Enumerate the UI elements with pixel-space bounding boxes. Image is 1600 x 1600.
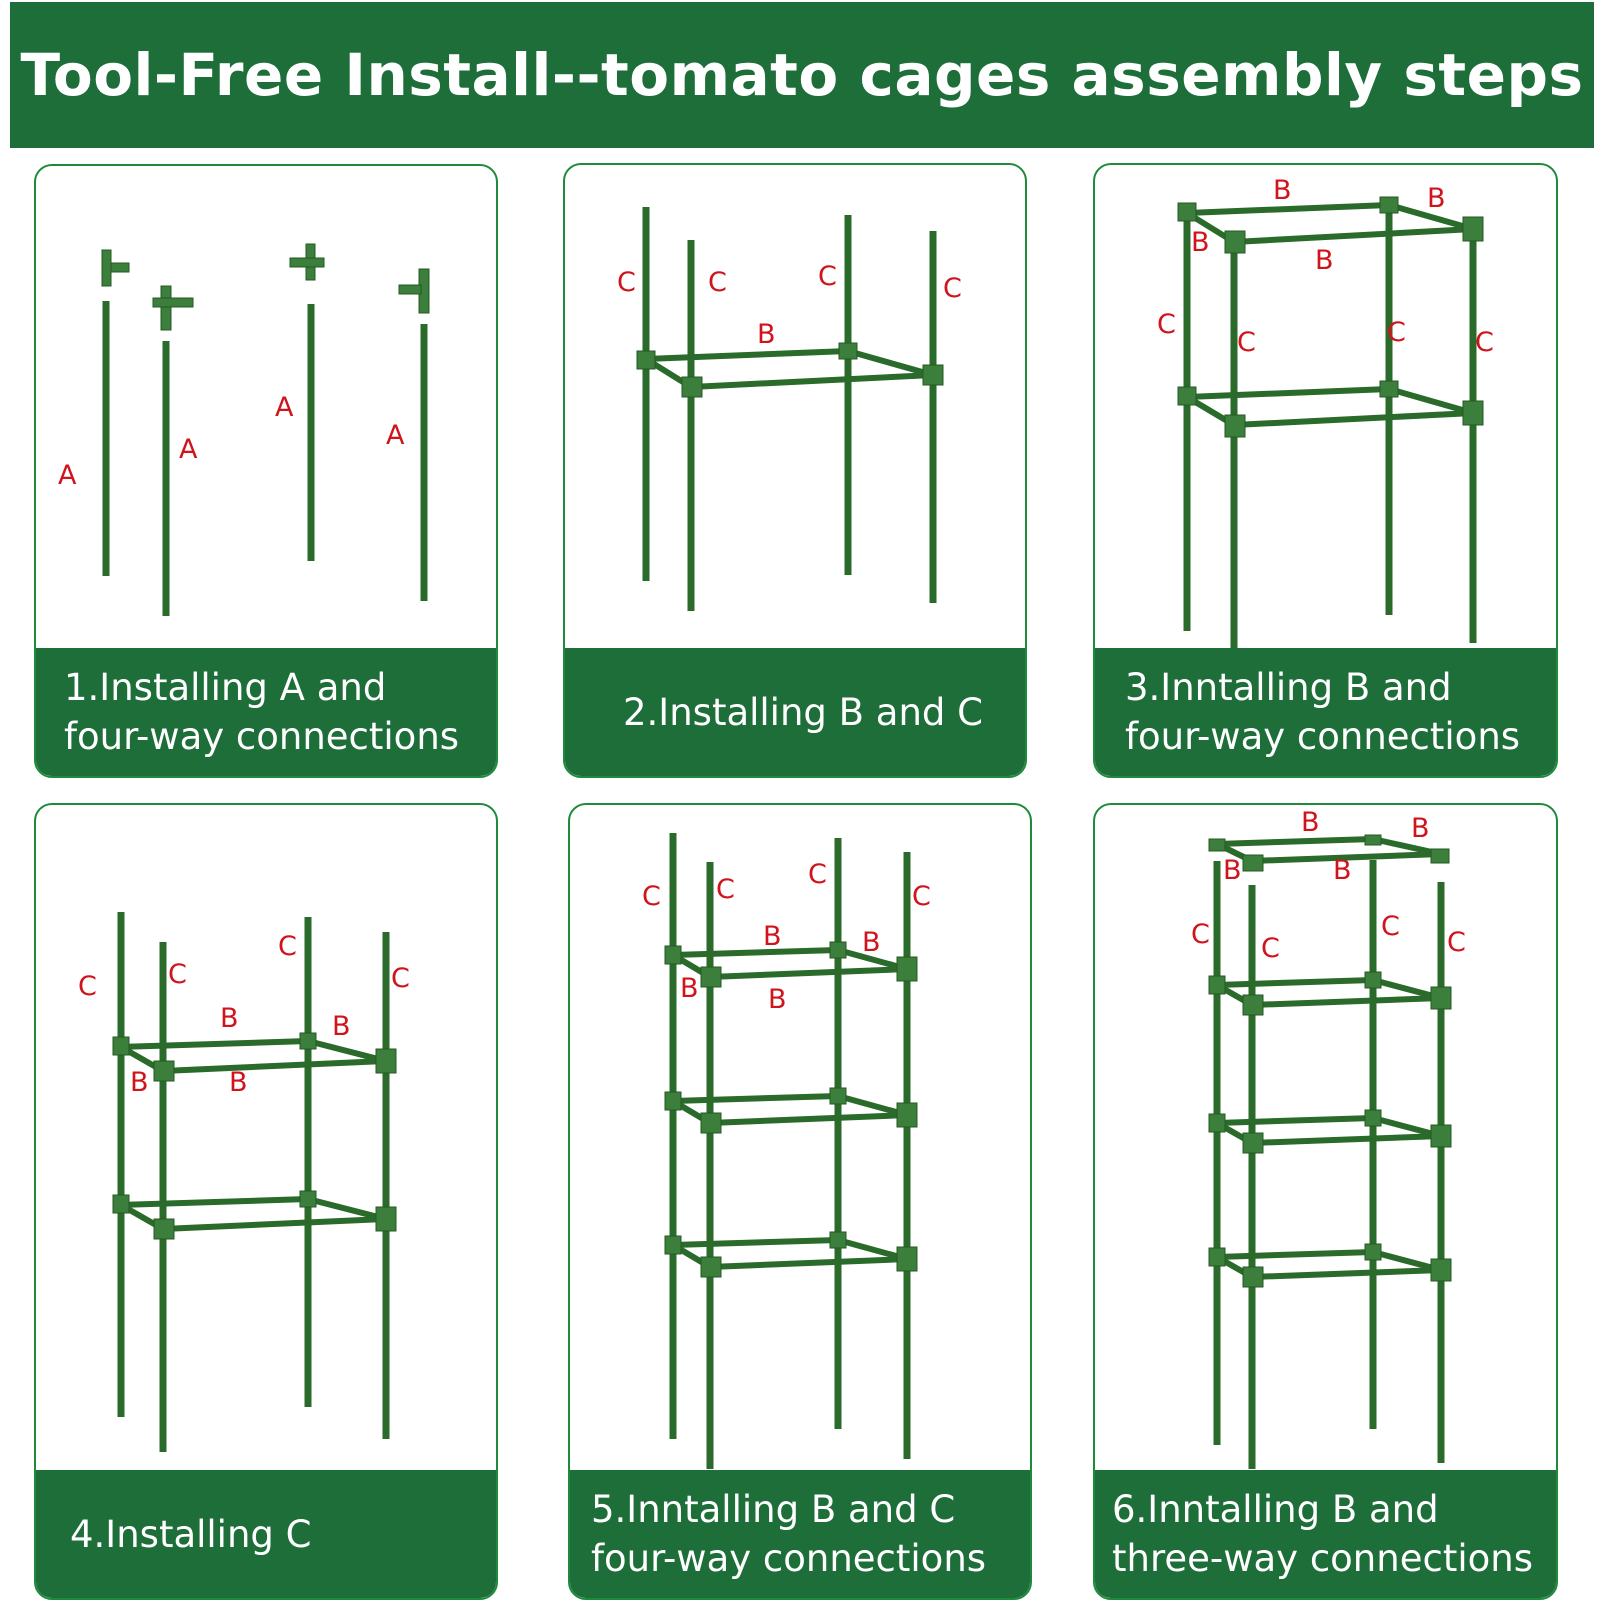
part-label: C	[168, 959, 187, 990]
part-label: C	[943, 273, 962, 304]
caption-line: 1.Installing A and	[64, 666, 387, 709]
step-2-illustration: C C C C B	[617, 207, 962, 611]
caption-line: four-way connections	[64, 715, 460, 758]
step-caption-1: 1.Installing A and four-way connections	[36, 648, 496, 776]
tier-1	[664, 941, 918, 988]
part-label: C	[1157, 309, 1176, 340]
part-label: C	[1447, 927, 1466, 958]
part-label: B	[768, 984, 787, 1015]
caption-line: three-way connections	[1112, 1537, 1533, 1580]
part-label: C	[912, 881, 931, 912]
step-3-illustration: B B B B C C C C	[1157, 175, 1494, 651]
caption-line: 3.Inntalling B and	[1125, 666, 1452, 709]
step-4-illustration: C C C C B B B B	[78, 912, 410, 1452]
step-card-1: A A A A 1.Installing A and four-way conn…	[34, 164, 498, 778]
caption-line: 2.Installing B and C	[623, 690, 984, 734]
part-label: C	[278, 931, 297, 962]
part-label: B	[1315, 245, 1334, 276]
step-caption-3: 3.Inntalling B and four-way connections	[1095, 648, 1556, 776]
part-label: B	[1223, 855, 1242, 886]
part-label: B	[1427, 183, 1446, 214]
part-label: C	[1237, 327, 1256, 358]
step-6-illustration: B B B B C C C C	[1191, 807, 1466, 1469]
caption-line: four-way connections	[1125, 715, 1521, 758]
part-label: C	[391, 963, 410, 994]
part-label: C	[642, 881, 661, 912]
step-5-illustration: C C C C B B B B	[642, 833, 931, 1469]
part-label: C	[716, 874, 735, 905]
part-label: B	[332, 1011, 351, 1042]
part-label: C	[708, 267, 727, 298]
step-card-6: B B B B C C C C 6.Inntalling B and three…	[1093, 803, 1558, 1600]
page-title: Tool-Free Install--tomato cages assembly…	[20, 41, 1584, 109]
step-card-5: C C C C B B B B 5.Inntalling B and C fou…	[568, 803, 1032, 1600]
top-frame	[1208, 834, 1450, 872]
step-card-4: C C C C B B B B 4.Installing C	[34, 803, 498, 1600]
step-card-2: C C C C B 2.Installing B and C	[563, 163, 1027, 778]
part-label: B	[1333, 855, 1352, 886]
tier-3	[1208, 1243, 1452, 1288]
part-label: C	[1475, 327, 1494, 358]
step-1-illustration: A A A A	[58, 243, 430, 616]
part-label: B	[220, 1003, 239, 1034]
part-label: B	[862, 927, 881, 958]
part-label: B	[130, 1067, 149, 1098]
caption-line: 6.Inntalling B and	[1112, 1488, 1439, 1531]
caption-line: four-way connections	[591, 1537, 987, 1580]
part-label: B	[1273, 175, 1292, 206]
step-caption-5: 5.Inntalling B and C four-way connection…	[570, 1470, 1030, 1598]
step-caption-4: 4.Installing C	[36, 1470, 496, 1598]
caption-line: 5.Inntalling B and C	[591, 1488, 956, 1531]
part-label: C	[617, 267, 636, 298]
step-card-3: B B B B C C C C 3.Inntalling B and four-…	[1093, 163, 1558, 778]
part-label: B	[680, 973, 699, 1004]
part-label: A	[179, 434, 198, 465]
part-label: B	[1411, 813, 1430, 844]
step-caption-2: 2.Installing B and C	[565, 648, 1025, 776]
tier-2	[1208, 1109, 1452, 1154]
part-label: C	[808, 859, 827, 890]
part-label: C	[1191, 919, 1210, 950]
tier-3	[664, 1231, 918, 1278]
part-label: B	[1301, 807, 1320, 838]
part-label: C	[1261, 933, 1280, 964]
part-label: A	[58, 460, 77, 491]
part-label: C	[1381, 911, 1400, 942]
tier-2	[664, 1087, 918, 1134]
part-label: C	[78, 971, 97, 1002]
part-label: A	[275, 392, 294, 423]
step-caption-6: 6.Inntalling B and three-way connections	[1095, 1470, 1556, 1598]
page-header: Tool-Free Install--tomato cages assembly…	[10, 2, 1594, 148]
part-label: A	[386, 420, 405, 451]
part-label: B	[757, 319, 776, 350]
part-label: B	[763, 921, 782, 952]
part-label: B	[229, 1067, 248, 1098]
part-label: C	[1387, 317, 1406, 348]
part-label: B	[1191, 227, 1210, 258]
tier-1	[1208, 971, 1452, 1016]
caption-line: 4.Installing C	[70, 1512, 312, 1556]
part-label: C	[818, 261, 837, 292]
